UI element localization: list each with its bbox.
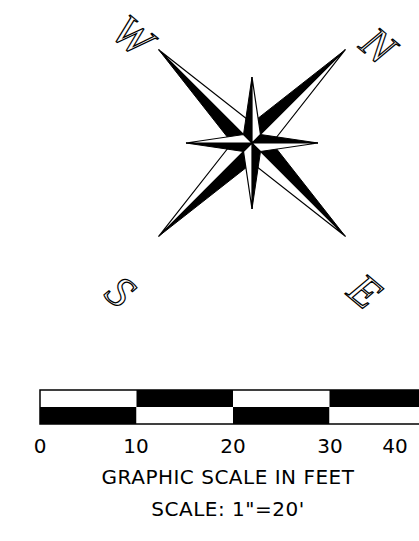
- scale-number: 40: [382, 436, 407, 456]
- scale-cell: [137, 390, 234, 407]
- rose-point-light: [252, 143, 318, 151]
- rose-point-dark: [252, 135, 318, 143]
- rose-point-light: [252, 50, 345, 143]
- rose-point-dark: [252, 50, 345, 143]
- rose-point-dark: [159, 50, 252, 143]
- rose-point-dark: [252, 143, 260, 209]
- rose-point-light: [244, 143, 252, 209]
- scale-cell: [233, 390, 330, 407]
- scale-caption: GRAPHIC SCALE IN FEET: [102, 467, 355, 487]
- direction-letter: W: [104, 7, 160, 64]
- rose-point-dark: [244, 77, 252, 143]
- scale-caption: SCALE: 1"=20': [151, 499, 304, 519]
- rose-point-dark: [159, 143, 252, 236]
- rose-point-dark: [186, 143, 252, 151]
- direction-letter: N: [353, 20, 404, 73]
- scale-cell: [137, 407, 234, 424]
- scale-cell: [40, 390, 137, 407]
- scale-outline: [40, 390, 419, 424]
- scale-number: 30: [317, 436, 342, 456]
- scale-number: 10: [123, 436, 148, 456]
- direction-letter: E: [340, 267, 389, 318]
- scale-cell: [233, 407, 330, 424]
- direction-letter: S: [97, 268, 142, 316]
- scale-cell: [330, 390, 419, 407]
- compass-rose: [159, 50, 346, 237]
- scale-bar: [40, 390, 419, 424]
- scale-number: 20: [220, 436, 245, 456]
- scale-number: 0: [34, 436, 47, 456]
- scale-cell: [40, 407, 137, 424]
- rose-point-light: [252, 77, 260, 143]
- rose-point-light: [186, 135, 252, 143]
- scale-cell: [330, 407, 419, 424]
- rose-point-light: [159, 50, 252, 143]
- rose-point-light: [252, 143, 345, 236]
- rose-point-light: [159, 143, 252, 236]
- rose-point-dark: [252, 143, 345, 236]
